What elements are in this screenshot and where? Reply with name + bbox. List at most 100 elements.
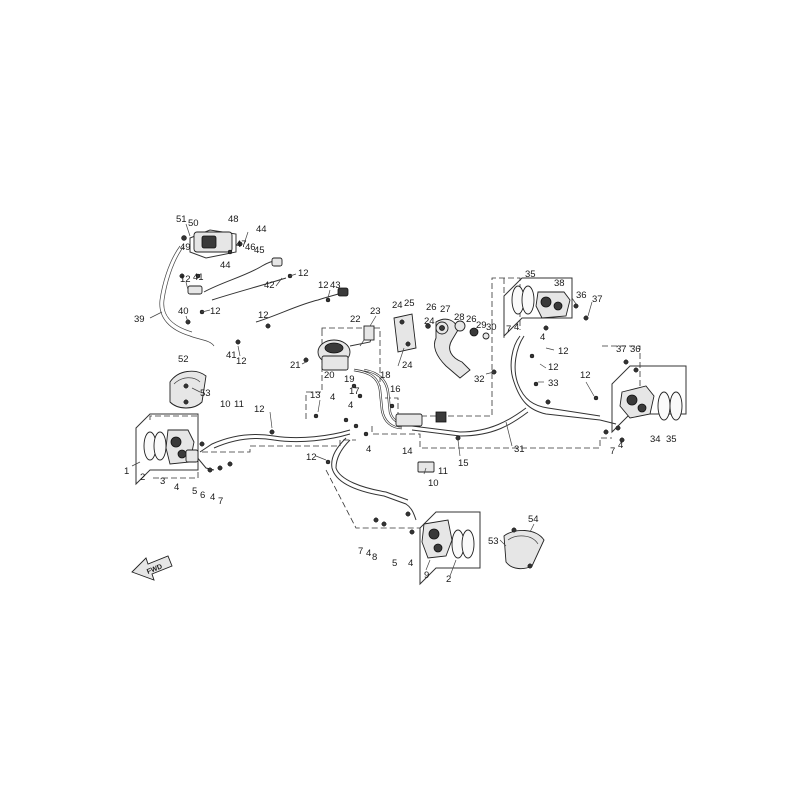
callout: 38 <box>554 278 565 289</box>
callout: 8 <box>372 552 377 563</box>
callout: 2 <box>446 574 451 585</box>
callout: 19 <box>344 374 355 385</box>
callout: 28 <box>454 312 465 323</box>
callout: 1 <box>124 466 129 477</box>
callout: 4 <box>366 548 371 559</box>
callout: 24 <box>402 360 413 371</box>
callout: 37 <box>616 344 627 355</box>
callout: 5 <box>392 558 397 569</box>
brake-pedal-assembly <box>393 313 497 379</box>
callout: 9 <box>424 570 429 581</box>
right-front-guard <box>503 527 545 570</box>
callout: 36 <box>576 290 587 301</box>
callout: 7 <box>358 546 363 557</box>
callout: 48 <box>228 214 239 225</box>
callout: 44 <box>256 224 267 235</box>
callout: 42 <box>264 280 275 291</box>
callout: 22 <box>350 314 361 325</box>
callout: 2 <box>140 472 145 483</box>
callout: 52 <box>178 354 189 365</box>
callout: 26 <box>426 302 437 313</box>
callout: 53 <box>200 388 211 399</box>
callout: 10 <box>220 399 231 410</box>
callout: 47 <box>236 239 247 250</box>
callout: 6 <box>200 490 205 501</box>
callout: 4 <box>408 558 413 569</box>
callout: 5 <box>192 486 197 497</box>
callout: 12 <box>558 346 569 357</box>
callout: 16 <box>390 384 401 395</box>
master-cylinder-assembly <box>303 325 409 430</box>
callout: 44 <box>220 260 231 271</box>
callout: 12 <box>258 310 269 321</box>
callout: 10 <box>428 478 439 489</box>
callout: 20 <box>324 370 335 381</box>
callout: 53 <box>488 536 499 547</box>
left-front-caliper <box>135 413 233 486</box>
callout: 4 <box>618 440 623 451</box>
callout-labels: 51 50 48 44 49 47 46 45 44 12 41 12 42 1… <box>124 214 677 585</box>
callout: 17 <box>349 386 360 397</box>
callout: 15 <box>458 458 469 469</box>
callout: 36 <box>630 344 641 355</box>
callout: 12 <box>548 362 559 373</box>
callout: 43 <box>330 280 341 291</box>
callout: 12 <box>298 268 309 279</box>
callout: 39 <box>134 314 145 325</box>
upper-left-cable-assembly <box>159 229 349 347</box>
rear-lower-caliper <box>611 359 687 434</box>
callout: 51 <box>176 214 187 225</box>
callout: 3 <box>160 476 165 487</box>
callout: 13 <box>310 390 321 401</box>
callout: 35 <box>525 269 536 280</box>
junction-block <box>389 403 447 473</box>
callout: 27 <box>440 304 451 315</box>
callout: 12 <box>306 452 317 463</box>
callout: 46 <box>245 242 256 253</box>
fwd-direction-arrow: FWD <box>131 555 173 581</box>
callout: 33 <box>548 378 559 389</box>
callout: 24 <box>392 300 403 311</box>
callout: 11 <box>438 466 448 477</box>
callout: 41 <box>226 350 237 361</box>
callout: 35 <box>666 434 677 445</box>
callout: 49 <box>180 242 191 253</box>
callout: 18 <box>380 370 391 381</box>
callout: 12 <box>236 356 247 367</box>
callout: 25 <box>404 298 415 309</box>
left-front-guard <box>169 370 207 409</box>
callout: 7 <box>610 446 615 457</box>
rear-upper-caliper <box>503 277 589 338</box>
callout: 34 <box>650 434 661 445</box>
callout: 54 <box>528 514 539 525</box>
callout: 4 <box>174 482 179 493</box>
callout: 4 <box>330 392 335 403</box>
callout: 21 <box>290 360 301 371</box>
callout: 4 <box>210 492 215 503</box>
callout: 12 <box>318 280 329 291</box>
callout: 41 <box>193 272 204 283</box>
callout: 4 <box>366 444 371 455</box>
callout: 26 <box>466 314 477 325</box>
callout: 12 <box>180 274 191 285</box>
callout: 37 <box>592 294 603 305</box>
callout: 12 <box>210 306 221 317</box>
callout: 23 <box>370 306 381 317</box>
callout: 50 <box>188 218 199 229</box>
callout: 40 <box>178 306 189 317</box>
callout: 45 <box>254 245 265 256</box>
callout: 4 <box>348 400 353 411</box>
callout: 30 <box>486 322 497 333</box>
callout: 12 <box>580 370 591 381</box>
callout: 24 <box>424 316 435 327</box>
callout: 31 <box>514 444 525 455</box>
callout: 11 <box>234 399 244 410</box>
right-front-caliper <box>373 511 481 586</box>
callout: 12 <box>254 404 265 415</box>
brake-lines <box>195 335 625 521</box>
callout: 14 <box>402 446 413 457</box>
callout: 32 <box>474 374 485 385</box>
callout: 4 <box>514 322 519 333</box>
callout: 4 <box>540 332 545 343</box>
